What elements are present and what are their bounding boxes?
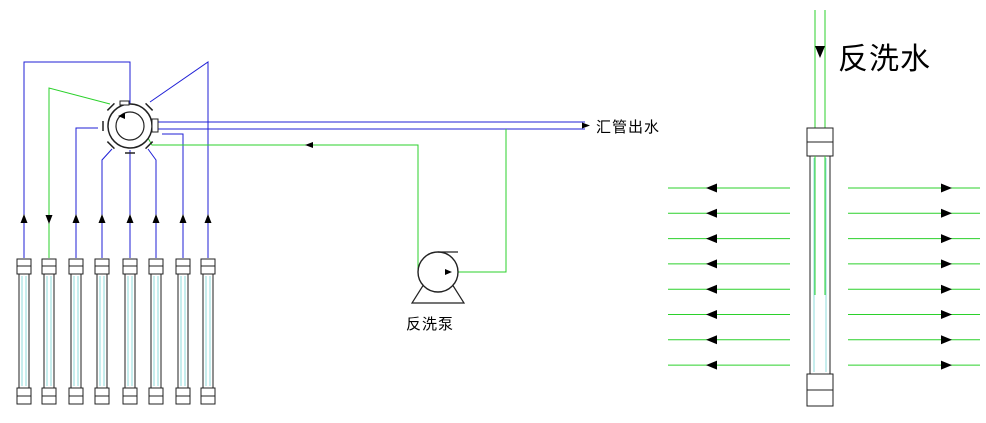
right-outflow-arrow-2: [941, 208, 952, 218]
backwash-return-line: [147, 137, 419, 272]
right-outflow-arrow-4: [941, 259, 952, 269]
outlet-flange: [151, 118, 159, 133]
filtrate-up-arrow-3: [72, 214, 80, 223]
left-outflow-arrow-8: [706, 360, 717, 370]
filtrate-riser-4: [101, 148, 113, 258]
left-outflow-arrow-7: [706, 335, 717, 345]
filtrate-riser-3: [75, 127, 98, 258]
rotary-valve-outer: [107, 103, 153, 149]
filtrate-up-arrow-7: [179, 214, 187, 223]
module-body: [43, 273, 55, 389]
backwash-inlet-arrow: [815, 46, 825, 58]
right-outflow-arrow-6: [941, 310, 952, 319]
filtrate-up-arrow-1: [20, 214, 28, 223]
module-body: [202, 273, 214, 389]
backwash-down-arrow: [45, 215, 53, 224]
left-outflow-arrow-4: [706, 259, 717, 269]
valve-top-port: [119, 100, 130, 106]
right-outflow-arrow-7: [941, 335, 952, 345]
filtrate-up-arrow-6: [152, 214, 160, 223]
membrane-module-1: [16, 258, 32, 405]
filtrate-riser-8: [149, 61, 209, 258]
right-outflow-arrow-5: [941, 284, 952, 294]
pump-discharge-line: [458, 129, 507, 273]
module-body: [96, 273, 108, 389]
right-outflow-arrow-1: [941, 183, 952, 193]
left-outflow-arrow-5: [706, 284, 717, 294]
module-body: [150, 273, 162, 389]
left-outflow-arrow-3: [706, 234, 717, 244]
valve-port-flange-2: [145, 102, 154, 111]
valve-port-flange-5: [106, 141, 115, 150]
filtrate-up-arrow-4: [98, 214, 106, 223]
module-body: [124, 273, 136, 389]
backwash-return-arrow: [305, 142, 313, 148]
collector-outlet-arrow: [582, 122, 590, 129]
right-outflow-arrow-3: [941, 234, 952, 244]
detail-body: [809, 155, 831, 375]
filtrate-riser-7: [162, 133, 184, 258]
collector-outlet-label: 汇管出水: [596, 118, 661, 136]
left-outflow-arrow-2: [706, 208, 717, 218]
module-body: [177, 273, 189, 389]
left-outflow-arrow-1: [706, 183, 717, 193]
left-outflow-arrow-6: [706, 310, 717, 319]
filtrate-up-arrow-8: [204, 214, 212, 223]
filtrate-riser-6: [147, 148, 157, 258]
membrane-module-7: [175, 258, 191, 405]
membrane-module-2: [41, 258, 57, 405]
module-body: [70, 273, 82, 389]
detail-membrane-module: [806, 127, 834, 407]
filtrate-up-arrow-5: [126, 214, 134, 223]
backwash-pump: [410, 251, 466, 304]
backwash-water-label: 反洗水: [838, 42, 931, 77]
valve-port-flange-7: [145, 141, 154, 150]
right-outflow-arrow-8: [941, 360, 952, 370]
rotary-valve-inner: [115, 111, 145, 141]
membrane-module-6: [148, 258, 164, 405]
filtrate-riser-1: [23, 61, 131, 258]
membrane-module-4: [94, 258, 110, 405]
module-body: [18, 273, 30, 389]
backwash-pump-label: 反洗泵: [406, 315, 455, 333]
membrane-module-3: [68, 258, 84, 405]
membrane-module-5: [122, 258, 138, 405]
membrane-module-8: [200, 258, 216, 405]
valve-direction-arrow: [118, 113, 125, 119]
valve-port-flange-3: [106, 102, 115, 111]
backwash-feed-line-2: [48, 87, 111, 258]
pump-rotation-arrow: [445, 269, 452, 275]
